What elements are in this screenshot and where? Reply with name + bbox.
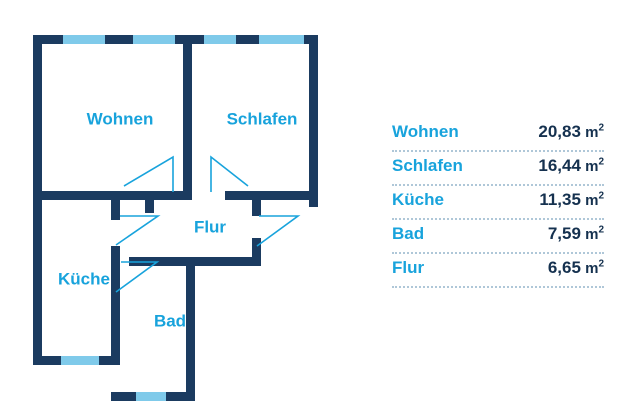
windows-group [61,35,304,401]
legend-value-bad: 7,59 m2 [548,224,604,244]
window-kueche-bottom [61,356,99,365]
legend-unit-text-schlafen: m [585,158,599,175]
window-bad-bottom [136,392,166,401]
wall-under-wohnen-right [154,191,192,200]
legend-name-kueche: Küche [392,190,444,209]
legend-number-wohnen: 20,83 [538,122,581,141]
wall-stub-entrance-lower [252,238,261,266]
room-label-wohnen: Wohnen [87,109,154,128]
door-flur-to-kueche [115,215,161,246]
wall-stub-entrance-upper [252,200,261,216]
door-kueche-to-bad [115,261,160,293]
legend-unit-text-bad: m [585,226,599,243]
legend-name-bad: Bad [392,224,425,243]
walls-group [33,35,318,401]
legend-name-wohnen: Wohnen [392,122,459,141]
wall-under-wohnen [33,191,145,200]
door-wohnen-to-flur [123,155,174,192]
legend-value-kueche: 11,35 m2 [539,190,604,210]
wall-stub-wohnen-right [145,191,154,213]
legend-number-schlafen: 16,44 [538,156,581,175]
legend-number-bad: 7,59 [547,224,581,243]
wall-left-upper [33,35,42,200]
wall-left-lower [33,191,42,365]
legend-row-bad: Bad 7,59 m2 [392,224,604,254]
legend-row-flur: Flur 6,65 m2 [392,258,604,288]
room-label-kueche: Küche [58,269,110,288]
legend-value-wohnen: 20,83 m2 [538,122,604,142]
wall-bad-right [186,257,195,401]
legend-unit-text-flur: m [585,260,599,277]
floorplan-svg: Wohnen Schlafen Flur Küche Bad [33,35,318,401]
legend-exponent-wohnen: 2 [598,122,604,134]
legend-number-flur: 6,65 [547,258,581,277]
legend-exponent-schlafen: 2 [598,156,604,168]
wall-right-upper [309,35,318,207]
room-labels-group: Wohnen Schlafen Flur Küche Bad [58,109,297,330]
wall-kueche-bad [111,246,120,365]
area-legend-table: Wohnen 20,83 m2 Schlafen 16,44 m2 Küche … [392,122,604,292]
wall-kueche-flur-upper [111,200,120,220]
window-schlafen-top-left [204,35,236,44]
wall-top [33,35,318,44]
legend-exponent-kueche: 2 [598,190,604,202]
legend-name-schlafen: Schlafen [392,156,463,175]
legend-exponent-bad: 2 [598,224,604,236]
door-schlafen-to-flur [210,155,249,192]
wall-under-schlafen [225,191,318,200]
legend-name-flur: Flur [392,258,425,277]
legend-exponent-flur: 2 [598,258,604,270]
wall-wohnen-schlafen [183,35,192,200]
window-wohnen-top-right [133,35,175,44]
window-wohnen-top-left [63,35,105,44]
legend-row-wohnen: Wohnen 20,83 m2 [392,122,604,152]
room-label-flur: Flur [194,217,226,236]
legend-value-flur: 6,65 m2 [548,258,604,278]
legend-unit-text-wohnen: m [585,124,599,141]
legend-row-schlafen: Schlafen 16,44 m2 [392,156,604,186]
legend-number-kueche: 11,35 [539,190,581,209]
room-label-schlafen: Schlafen [227,109,298,128]
legend-value-schlafen: 16,44 m2 [538,156,604,176]
doors-group [115,155,301,293]
door-entrance [256,215,301,247]
room-label-bad: Bad [154,311,186,330]
window-schlafen-top-right [259,35,304,44]
legend-unit-text-kueche: m [585,192,599,209]
legend-row-kueche: Küche 11,35 m2 [392,190,604,220]
floorplan-diagram: Wohnen Schlafen Flur Küche Bad [33,35,318,401]
